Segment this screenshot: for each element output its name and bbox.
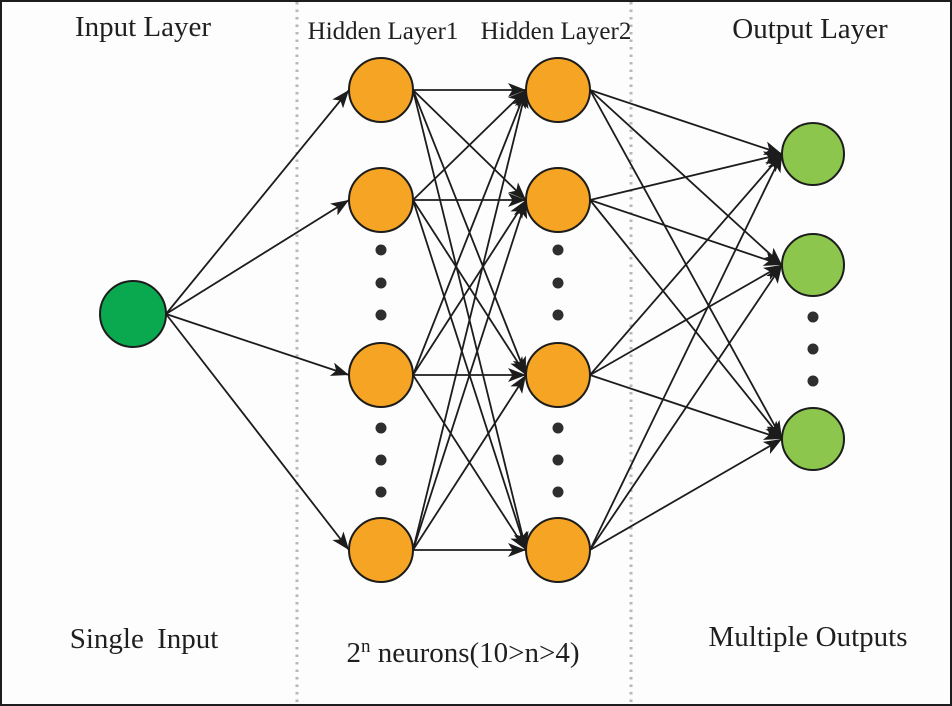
connection-arrow [589,199,783,266]
hidden2-layer-neurons [525,57,591,583]
neurons-rest-text: neurons(10>n>4) [370,637,580,669]
hidden2-ellipsis-dot [552,244,564,256]
connection-arrow [589,153,783,551]
connection-arrow [165,313,350,551]
output-neuron-1 [781,122,845,186]
multiple-outputs-label: Multiple Outputs [708,621,908,653]
connection-arrow [412,199,527,376]
output-ellipsis-dot [807,311,819,323]
hidden1-ellipsis-dot [375,486,387,498]
hidden2-neuron-4 [525,517,591,583]
connection-arrow [589,438,783,551]
hidden2-ellipsis-dot [552,486,564,498]
connection-arrow [589,89,783,155]
output-ellipsis-dots [807,311,819,387]
hidden2-neuron-1 [525,57,591,123]
hidden-layer2-label: Hidden Layer2 [480,18,632,45]
hidden1-ellipsis-dot [375,244,387,256]
input-layer-label: Input Layer [74,11,212,43]
connection-arrow [165,313,350,376]
connection-arrow [589,264,783,551]
single-input-label: Single Input [69,623,219,655]
hidden2-to-output-connections [589,89,783,551]
connection-arrow [412,199,528,551]
hidden1-ellipsis-dots [375,244,387,498]
output-layer-neurons [781,122,845,471]
connection-arrow [589,153,783,376]
connection-arrow [412,89,527,201]
neurons-exponent-text: n [360,636,371,657]
hidden1-ellipsis-dot [375,454,387,466]
connection-arrow [412,374,527,551]
hidden-layer1-label: Hidden Layer1 [307,18,459,45]
connection-arrow [589,151,783,201]
output-neuron-2 [781,233,845,297]
output-ellipsis-dot [807,343,819,355]
hidden2-ellipsis-dot [552,422,564,434]
hidden2-ellipsis-dot [552,454,564,466]
hidden2-ellipsis-dot [552,309,564,321]
neurons-base-text: 2 [346,637,361,669]
connection-arrow [165,199,350,315]
hidden2-neuron-3 [525,342,591,408]
hidden2-ellipsis-dots [552,244,564,498]
hidden2-neuron-2 [525,167,591,233]
hidden1-layer-neurons [348,57,414,583]
hidden1-neuron-3 [348,342,414,408]
connection-arrow [165,89,350,315]
hidden2-ellipsis-dot [552,277,564,289]
output-neuron-3 [781,407,845,471]
hidden1-neuron-4 [348,517,414,583]
hidden1-neuron-2 [348,167,414,233]
hidden1-ellipsis-dot [375,277,387,289]
output-layer-label: Output Layer [732,13,888,45]
output-ellipsis-dot [807,375,819,387]
input-neuron-1 [99,280,167,348]
connection-arrow [412,89,527,376]
hidden1-ellipsis-dot [375,309,387,321]
hidden1-neuron-1 [348,57,414,123]
input-to-hidden1-connections [165,89,350,551]
connection-arrow [412,89,529,551]
hidden1-ellipsis-dot [375,422,387,434]
hidden1-to-hidden2-connections [412,83,529,557]
input-layer-neurons [99,280,167,348]
hidden-neurons-count-label: 2n neurons(10>n>4) [346,636,580,669]
connection-arrow [589,264,783,376]
